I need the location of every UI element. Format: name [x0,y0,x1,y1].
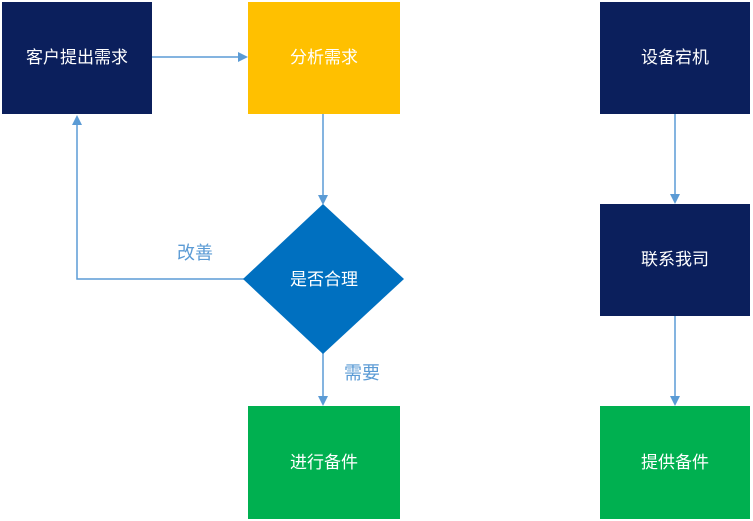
node-is-reasonable-label: 是否合理 [290,270,358,290]
node-customer-request: 客户提出需求 [2,2,152,114]
node-analyze-request-box [248,2,400,114]
node-prepare-parts-label: 进行备件 [290,453,358,473]
node-provide-parts-box [600,406,750,519]
node-analyze-request-label: 分析需求 [290,48,358,68]
edge-label-improve: 改善 [177,243,213,264]
node-contact-us-box [600,204,750,316]
node-is-reasonable: 是否合理 [243,204,404,354]
connector-improve-loop [72,115,244,280]
node-analyze-request: 分析需求 [248,2,400,114]
node-prepare-parts: 进行备件 [248,406,400,519]
node-customer-request-label: 客户提出需求 [26,48,128,68]
node-equipment-down-label: 设备宕机 [641,48,709,68]
decision-diamond [243,204,404,354]
node-contact-us: 联系我司 [600,204,750,316]
node-prepare-parts-box [248,406,400,519]
node-equipment-down: 设备宕机 [600,2,750,114]
node-contact-us-label: 联系我司 [641,250,709,270]
node-customer-request-box [2,2,152,114]
node-equipment-down-box [600,2,750,114]
node-provide-parts-label: 提供备件 [641,453,709,473]
node-provide-parts: 提供备件 [600,406,750,519]
edge-label-needed: 需要 [344,363,380,384]
